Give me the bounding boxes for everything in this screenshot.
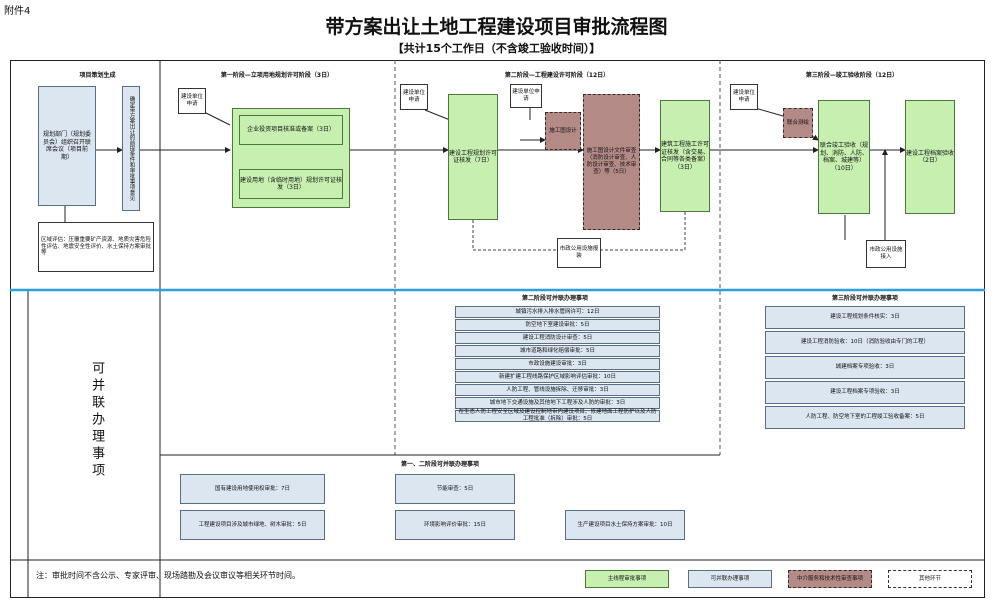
- stage1-header: 第一阶段—立项用地规划许可阶段（3日）: [220, 72, 334, 80]
- parallel-item[interactable]: 人防工程、管线设施拆除、迁移审批：3日: [455, 384, 660, 396]
- stage1-merged-box[interactable]: 企业投资项目核准或备案（3日） 建设用地（含临时用地）规划许可证核发（3日）: [232, 108, 350, 208]
- parallel-stage12-header: 第一、二阶段可并联办理事项: [400, 461, 479, 469]
- stage3-archive-box[interactable]: 建设工程档案验收（2日）: [905, 100, 955, 214]
- left-stage-box3[interactable]: 区域评估：压覆重要矿产资源、地质灾害危险性评估、地震安全性评价、水土保持方案审批…: [38, 222, 154, 272]
- stage3-acceptance-box[interactable]: 联合竣工验收（规划、消防、人防、档案、城建等）（10日）: [818, 100, 870, 214]
- parallel-item[interactable]: 国有建设用地使用权审批：7日: [180, 474, 325, 504]
- stage3-utility-box[interactable]: 市政公用设施接入: [866, 240, 906, 268]
- parallel-item[interactable]: 环境影响评价审批：15日: [395, 510, 515, 540]
- parallel-item[interactable]: 城建档案专项验收：3日: [765, 356, 965, 379]
- stage3-header: 第三阶段—竣工验收阶段（12日）: [805, 72, 899, 80]
- stage2-design-box[interactable]: 施工图设计: [545, 112, 581, 150]
- stage2-applicant-box[interactable]: 建设单位申请: [400, 84, 428, 110]
- parallel-item[interactable]: 城市地下交通设施及其他地下工程涉及人防的审批：3日: [455, 397, 660, 409]
- parallel-label: 可并联办理事项: [89, 360, 105, 480]
- parallel-stage3-header: 第三阶段可并联办理事项: [831, 295, 898, 303]
- parallel-item[interactable]: 建设工程档案专项验收：3日: [765, 381, 965, 404]
- stage2-header: 第二阶段—工程建设许可阶段（12日）: [504, 72, 610, 80]
- stage2-planning-permit-box[interactable]: 建设工程规划许可证核发（7日）: [448, 94, 498, 220]
- stage2-applicant-box2[interactable]: 建设单位申请: [510, 84, 542, 108]
- stage1-merged-top: 企业投资项目核准或备案（3日）: [239, 115, 343, 145]
- page-title: 带方案出让土地工程建设项目审批流程图: [325, 16, 668, 38]
- parallel-item[interactable]: 人防工程、防空地下室的工程竣工验收备案：5日: [765, 406, 965, 429]
- parallel-item[interactable]: 建设工程规划条件核实：3日: [765, 306, 965, 329]
- legend-blue: 可并联办理事项: [688, 570, 772, 588]
- stage3-applicant-box[interactable]: 建设单位申请: [730, 84, 758, 110]
- parallel-item[interactable]: 建设工程消防验收：10日（消防验收由专门的工程）: [765, 331, 965, 354]
- parallel-item[interactable]: 节能审查：5日: [395, 474, 515, 504]
- annex-label: 附件4: [4, 6, 31, 17]
- legend-green: 主线程审批事项: [585, 570, 669, 588]
- stage3-survey-box[interactable]: 联合测绘: [783, 108, 813, 138]
- stage2-construction-permit-box[interactable]: 建筑工程施工许可证核发（含交易、合同等各类备案）（3日）: [660, 100, 710, 212]
- parallel-item[interactable]: 生产建设项目水土保持方案审批：10日: [565, 510, 685, 540]
- parallel-item[interactable]: 城市道路和绿化赔偿审批：5日: [455, 345, 660, 357]
- parallel-item[interactable]: 防空地下室建设审批：5日: [455, 319, 660, 331]
- legend-brown: 中介服务和技术性审查事项: [788, 570, 872, 588]
- parallel-stage2-header: 第二阶段可并联办理事项: [521, 295, 588, 303]
- parallel-item[interactable]: 建设工程消防设计审查：5日: [455, 332, 660, 344]
- parallel-item[interactable]: 新建扩建工程线路保护区域影响评估审批：10日: [455, 371, 660, 383]
- parallel-item[interactable]: 市政设施建设审批：3日: [455, 358, 660, 370]
- left-stage-box1[interactable]: 规划部门（规划委员会）组织召开联席会议（项目前期）: [38, 86, 96, 206]
- parallel-item[interactable]: 在生态人防工程安全区域及建设控制地带内建设项目、修建地面工程防护以及人防工程批准…: [455, 409, 660, 422]
- stage2-utility-box[interactable]: 市政公用设施报装: [557, 238, 601, 268]
- left-stage-box2[interactable]: 确定带方案出让的前提条件和审批事项意见: [122, 86, 140, 211]
- parallel-item[interactable]: 工程建设项目涉及城市绿地、树木审批：5日: [180, 510, 325, 540]
- stage1-applicant-box[interactable]: 建设单位申请: [178, 88, 206, 114]
- legend-white: 其他环节: [888, 570, 972, 588]
- left-stage-header: 项目策划生成: [79, 72, 116, 80]
- diagram-frame: [10, 60, 985, 598]
- parallel-item[interactable]: 城镇污水排入排水管网许可：12日: [455, 306, 660, 318]
- stage2-review-box[interactable]: 施工图设计文件审查（消防设计审查、人防设计审查、技术审查）等（5日）: [583, 94, 640, 230]
- stage1-merged-bottom: 建设用地（含临时用地）规划许可证核发（3日）: [239, 169, 343, 199]
- footnote: 注：审批时间不含公示、专家评审、现场踏勘及会议审议等相关环节时间。: [36, 571, 300, 580]
- page-subtitle: 【共计15个工作日（不含竣工验收时间）】: [392, 42, 601, 55]
